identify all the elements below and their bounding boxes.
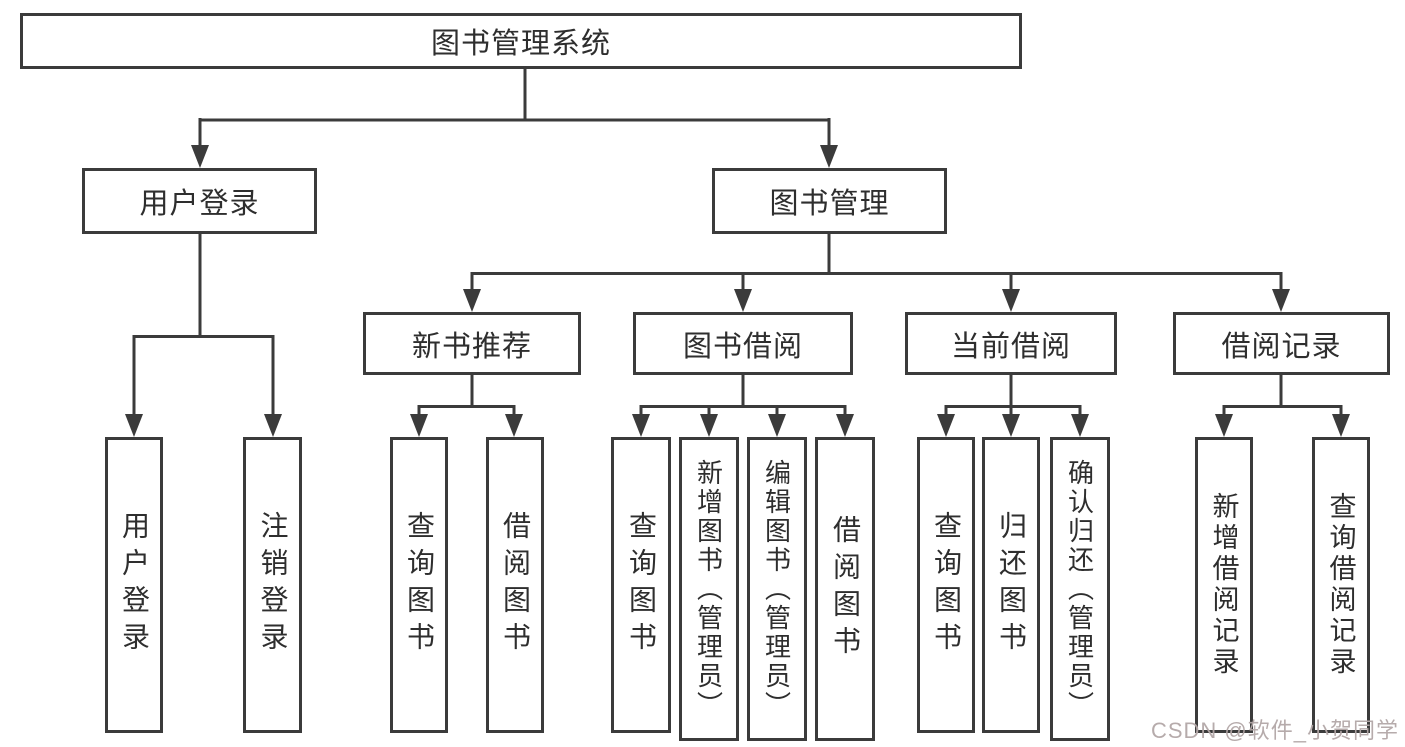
leaf-label: 查询借阅记录 xyxy=(1325,492,1356,678)
leaf-borrow-books: 借阅图书 xyxy=(815,437,875,741)
leaf-label: 归还图书 xyxy=(996,511,1027,659)
leaf-label: 编辑图书（管理员） xyxy=(761,458,792,720)
node-current-borrow: 当前借阅 xyxy=(905,312,1117,375)
node-new-book-recommend: 新书推荐 xyxy=(363,312,581,375)
csdn-watermark: CSDN @软件_小贺同学 xyxy=(1150,718,1399,743)
leaf-label: 借阅图书 xyxy=(500,511,531,659)
leaf-label: 查询图书 xyxy=(404,511,435,659)
leaf-query-books: 查询图书 xyxy=(390,437,448,733)
node-borrow-records: 借阅记录 xyxy=(1173,312,1390,375)
node-book-management: 图书管理 xyxy=(712,168,947,234)
node-label: 借阅记录 xyxy=(1221,330,1342,363)
leaf-user-login: 用户登录 xyxy=(105,437,163,733)
node-label: 图书管理系统 xyxy=(430,28,611,60)
leaf-borrow-books: 借阅图书 xyxy=(486,437,544,733)
leaf-logout: 注销登录 xyxy=(243,437,302,733)
leaf-label: 查询图书 xyxy=(626,511,657,659)
node-label: 新书推荐 xyxy=(411,330,532,363)
leaf-label: 查询图书 xyxy=(931,511,962,659)
node-label: 图书管理 xyxy=(769,188,890,220)
leaf-query-books: 查询图书 xyxy=(611,437,671,733)
node-library-management-system: 图书管理系统 xyxy=(20,13,1022,69)
node-user-login: 用户登录 xyxy=(82,168,317,234)
node-book-borrow: 图书借阅 xyxy=(633,312,853,375)
leaf-label: 借阅图书 xyxy=(830,515,861,663)
leaf-label: 新增图书（管理员） xyxy=(693,458,724,720)
leaf-edit-books-admin: 编辑图书（管理员） xyxy=(747,437,807,741)
node-label: 当前借阅 xyxy=(950,330,1071,363)
leaf-query-borrow-record: 查询借阅记录 xyxy=(1312,437,1370,733)
node-label: 用户登录 xyxy=(139,188,260,220)
leaf-add-books-admin: 新增图书（管理员） xyxy=(679,437,739,741)
node-label: 图书借阅 xyxy=(682,330,803,363)
leaf-label: 确认归还（管理员） xyxy=(1064,458,1095,720)
leaf-label: 用户登录 xyxy=(119,511,150,659)
leaf-return-books: 归还图书 xyxy=(982,437,1040,733)
leaf-add-borrow-record: 新增借阅记录 xyxy=(1195,437,1253,733)
leaf-label: 注销登录 xyxy=(257,511,289,659)
leaf-label: 新增借阅记录 xyxy=(1208,492,1239,678)
leaf-query-books: 查询图书 xyxy=(917,437,975,733)
leaf-confirm-return-admin: 确认归还（管理员） xyxy=(1050,437,1110,741)
